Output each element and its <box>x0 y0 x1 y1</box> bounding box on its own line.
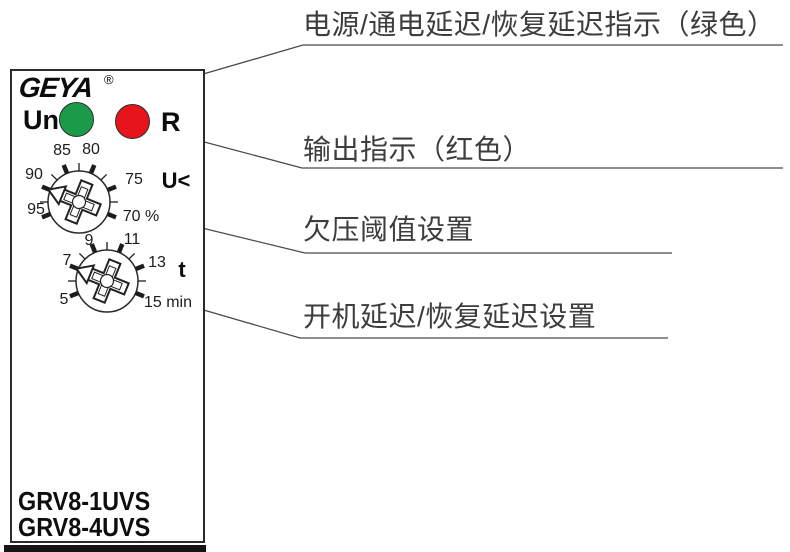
model-number-line1: GRV8-1UVS <box>18 486 151 516</box>
power-led-indicator <box>59 102 94 137</box>
dial-minor-ticks <box>68 242 146 282</box>
annotation-power-indicator: 电源/通电延迟/恢复延迟指示（绿色） <box>303 9 776 40</box>
model-number-line2: GRV8-4UVS <box>18 512 151 542</box>
brand-logo: GEYA <box>17 72 94 103</box>
power-led-label: Un <box>23 105 59 135</box>
dial-minor-ticks <box>40 163 118 203</box>
dial-tick-label: 90 <box>25 166 43 183</box>
annotation-startup-delay: 开机延迟/恢复延迟设置 <box>303 301 597 332</box>
annotation-undervoltage-threshold: 欠压阈值设置 <box>303 214 475 245</box>
output-led-indicator <box>115 104 150 139</box>
dial-tick-label: 70 % <box>122 208 160 225</box>
registered-mark-icon: ® <box>104 72 114 87</box>
dial-tick-label: 11 <box>123 231 141 248</box>
dial-major-ticks <box>69 243 145 299</box>
dial-tick-label: 15 min <box>143 294 193 311</box>
voltage-dial-symbol: U< <box>161 168 191 193</box>
dial-tick-label: 9 <box>84 232 94 249</box>
time-delay-dial-knob[interactable] <box>59 233 155 329</box>
rotary-selector-icon <box>74 257 131 305</box>
dial-tick-label: 75 <box>125 171 143 188</box>
output-led-label: R <box>161 107 181 137</box>
time-dial-symbol: t <box>178 257 186 282</box>
dial-tick-label: 95 <box>27 201 45 218</box>
rotary-selector-icon <box>46 178 103 226</box>
dial-tick-label: 13 <box>148 254 166 271</box>
dial-major-ticks <box>41 164 117 220</box>
annotation-output-indicator: 输出指示（红色） <box>303 134 532 165</box>
dial-tick-label: 7 <box>62 252 72 269</box>
dial-tick-label: 5 <box>59 291 69 308</box>
device-base-strip <box>4 545 206 552</box>
dial-tick-label: 80 <box>82 141 100 158</box>
voltage-dial-knob[interactable] <box>31 154 127 250</box>
dial-tick-label: 85 <box>53 142 71 159</box>
